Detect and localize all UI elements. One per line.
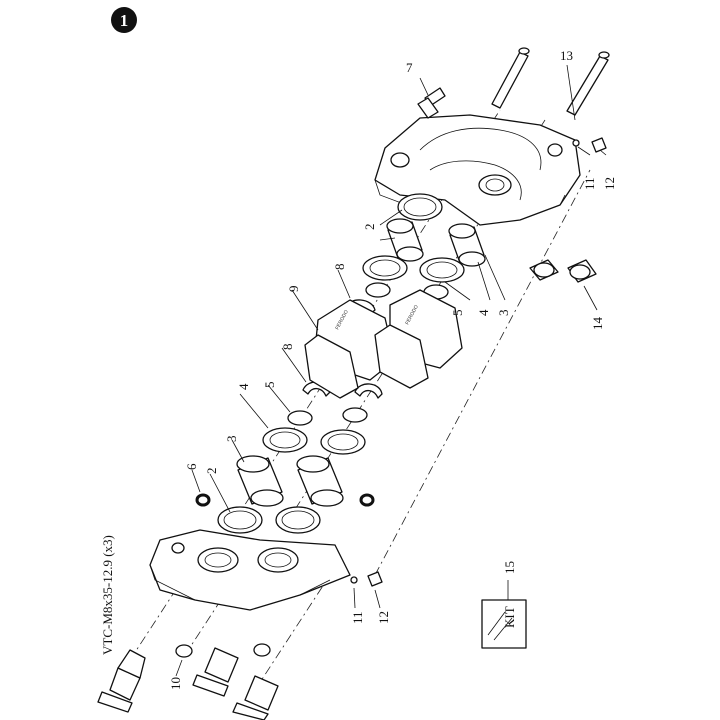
figure-number: 1 — [120, 11, 129, 30]
piston-upper-1 — [386, 218, 424, 262]
grub-screw-upper — [591, 137, 607, 153]
pad-pin-2 — [566, 51, 610, 116]
inner-caliper-body — [149, 529, 351, 611]
nut-1 — [529, 259, 559, 281]
callout-9: 9 — [286, 286, 301, 293]
bolt-1 — [97, 649, 146, 713]
piston-lower-2 — [296, 455, 344, 507]
ball-lower — [350, 576, 358, 584]
piston-lower-1 — [236, 455, 284, 507]
figure-badge: 1 — [111, 7, 137, 33]
bleed-nipple — [417, 87, 446, 119]
bolt-2 — [192, 647, 239, 697]
callout-3-lower: 3 — [224, 436, 239, 443]
callout-11-lower: 11 — [350, 611, 365, 624]
callout-7: 7 — [406, 60, 413, 75]
callout-5-upper: 5 — [450, 310, 465, 317]
ring-upper-1 — [365, 282, 391, 298]
callout-8-lower: 8 — [280, 344, 295, 351]
callout-10: 10 — [168, 677, 183, 690]
kit-label: KIT — [502, 606, 517, 628]
callout-4-lower: 4 — [236, 383, 251, 390]
callout-6: 6 — [184, 463, 199, 470]
o-ring-1 — [195, 493, 211, 507]
ring-lower-2 — [342, 407, 368, 423]
callout-3-upper: 3 — [496, 310, 511, 317]
dust-seal-upper-2 — [419, 257, 465, 283]
bolt-3 — [232, 675, 279, 720]
o-ring-2 — [359, 493, 375, 507]
dust-seal-lower-1 — [262, 427, 308, 453]
piston-upper-2 — [448, 223, 486, 267]
callout-5-lower: 5 — [262, 382, 277, 389]
callout-11-upper: 11 — [582, 177, 597, 190]
brake-pad-1: FERODO — [304, 299, 396, 399]
washer-2 — [253, 643, 271, 657]
brake-pad-2: FERODO — [374, 289, 463, 389]
dust-seal-upper-1 — [362, 255, 408, 281]
callout-labels: 7 13 11 12 2 8 9 5 4 3 8 4 5 3 2 6 14 11… — [168, 48, 617, 690]
leader-lines — [175, 64, 607, 677]
callout-2-lower: 2 — [204, 468, 219, 475]
bolt-spec-text: VTC-M8x35-12.9 (x3) — [100, 535, 115, 655]
grub-screw-lower — [367, 571, 383, 587]
callout-4-upper: 4 — [476, 309, 491, 316]
callout-13: 13 — [560, 48, 573, 63]
dust-seal-lower-2 — [320, 429, 366, 455]
spring-clip-lower-2 — [354, 383, 383, 399]
callout-8-upper: 8 — [332, 264, 347, 271]
nut-2 — [567, 259, 597, 283]
callout-2-upper: 2 — [362, 224, 377, 231]
callout-12-upper: 12 — [602, 177, 617, 190]
ball-upper — [572, 139, 580, 147]
callout-15: 15 — [502, 561, 517, 574]
callout-14: 14 — [590, 317, 605, 331]
callout-12-lower: 12 — [376, 611, 391, 624]
kit-bag: KIT — [481, 599, 527, 649]
pad-pin-1 — [491, 47, 530, 109]
ring-lower-1 — [287, 410, 313, 426]
washer-1 — [175, 644, 193, 658]
